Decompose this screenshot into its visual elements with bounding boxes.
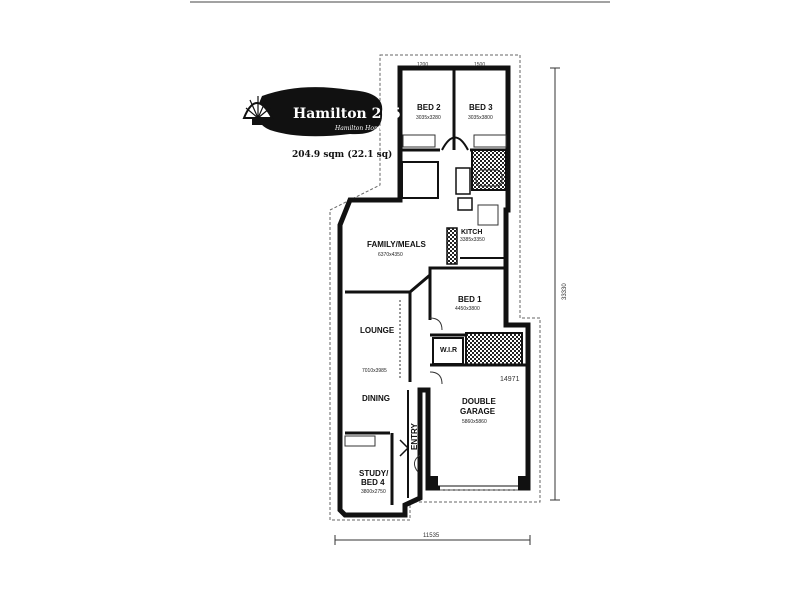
label-study-1: STUDY/ — [359, 469, 389, 478]
size-study: 3800x2750 — [361, 489, 386, 495]
label-lounge: LOUNGE — [360, 326, 395, 335]
garage-pier-right — [518, 476, 528, 490]
robe-bed3 — [473, 134, 507, 148]
dim-top-left: 1200 — [417, 62, 428, 68]
dim-total-width: 11535 — [423, 533, 440, 539]
label-study-2: BED 4 — [361, 478, 385, 487]
dim-garage: 14971 — [500, 376, 520, 383]
ensuite — [465, 332, 523, 366]
label-kitchen: KITCH — [461, 229, 482, 236]
exterior-walls — [337, 65, 531, 518]
shell-icon — [242, 96, 274, 125]
size-bed1: 4450x3800 — [455, 306, 480, 312]
linen — [455, 167, 471, 195]
kitchen-bench — [446, 227, 458, 265]
size-garage: 5860x5860 — [462, 419, 487, 425]
floor-area: 204.9 sqm (22.1 sq) — [292, 149, 392, 160]
size-family: 6370x4350 — [378, 252, 403, 258]
logo-title: Hamilton 205 — [293, 106, 401, 122]
label-dining: DINING — [362, 394, 390, 403]
dim-top-right: 1500 — [474, 62, 485, 68]
label-entry: ENTRY — [410, 423, 419, 450]
label-family: FAMILY/MEALS — [367, 240, 426, 249]
label-bed2: BED 2 — [417, 103, 441, 112]
entry-door — [399, 439, 410, 457]
logo-ink-blot — [257, 87, 383, 137]
door-front — [414, 454, 421, 473]
label-garage-2: GARAGE — [460, 407, 496, 416]
size-bed3: 3035x3800 — [468, 115, 493, 121]
size-kitchen: 3385x3350 — [460, 237, 485, 243]
label-bed1: BED 1 — [458, 295, 482, 304]
pantry — [457, 197, 473, 211]
robe-bed2 — [402, 134, 436, 148]
door-garage — [429, 371, 443, 385]
garage-pier-left — [428, 476, 438, 490]
logo: Hamilton 205 Hamilton Homes — [242, 87, 401, 137]
fridge-space — [477, 204, 499, 226]
size-lounge: 7010x3985 — [362, 368, 387, 374]
wall-family-bottom — [345, 266, 506, 294]
door-bed1 — [429, 317, 443, 331]
robe-study — [344, 435, 376, 447]
label-wir: W.I.R — [440, 347, 457, 354]
bath-tub — [475, 169, 503, 187]
arch — [441, 136, 469, 151]
label-garage-1: DOUBLE — [462, 397, 496, 406]
size-bed2: 3035x3280 — [416, 115, 441, 121]
bathroom-left — [401, 161, 439, 199]
label-bed3: BED 3 — [469, 103, 493, 112]
dim-total-depth: 33330 — [562, 283, 568, 300]
logo-subtitle: Hamilton Homes — [334, 125, 386, 132]
